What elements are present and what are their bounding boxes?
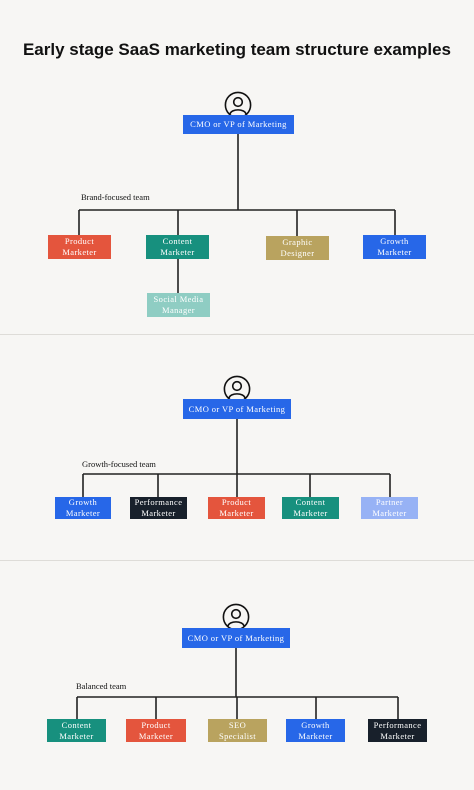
balanced-member-growth-marketer: Growth Marketer [286,719,345,742]
person-icon [222,603,250,631]
brand-member-social-media-manager: Social Media Manager [147,293,210,317]
growth-root-box: CMO or VP of Marketing [183,399,291,419]
section-divider-2 [0,560,474,561]
balanced-member-content-marketer: Content Marketer [47,719,106,742]
balanced-member-performance-marketer: Performance Marketer [368,719,427,742]
section-divider-1 [0,334,474,335]
page-title: Early stage SaaS marketing team structur… [22,40,452,59]
brand-root-box: CMO or VP of Marketing [183,115,294,134]
balanced-team-label: Balanced team [76,681,127,691]
brand-member-graphic-designer: Graphic Designer [266,236,329,260]
brand-team-label: Brand-focused team [81,192,150,202]
brand-member-product-marketer: Product Marketer [48,235,111,259]
balanced-member-product-marketer: Product Marketer [126,719,186,742]
growth-member-performance-marketer: Performance Marketer [130,497,187,519]
balanced-member-seo-specialist: SEO Specialist [208,719,267,742]
growth-member-growth-marketer: Growth Marketer [55,497,111,519]
growth-member-content-marketer: Content Marketer [282,497,339,519]
brand-member-content-marketer: Content Marketer [146,235,209,259]
growth-member-partner-marketer: Partner Marketer [361,497,418,519]
brand-member-growth-marketer: Growth Marketer [363,235,426,259]
growth-member-product-marketer: Product Marketer [208,497,265,519]
growth-team-label: Growth-focused team [82,459,156,469]
balanced-root-box: CMO or VP of Marketing [182,628,290,648]
